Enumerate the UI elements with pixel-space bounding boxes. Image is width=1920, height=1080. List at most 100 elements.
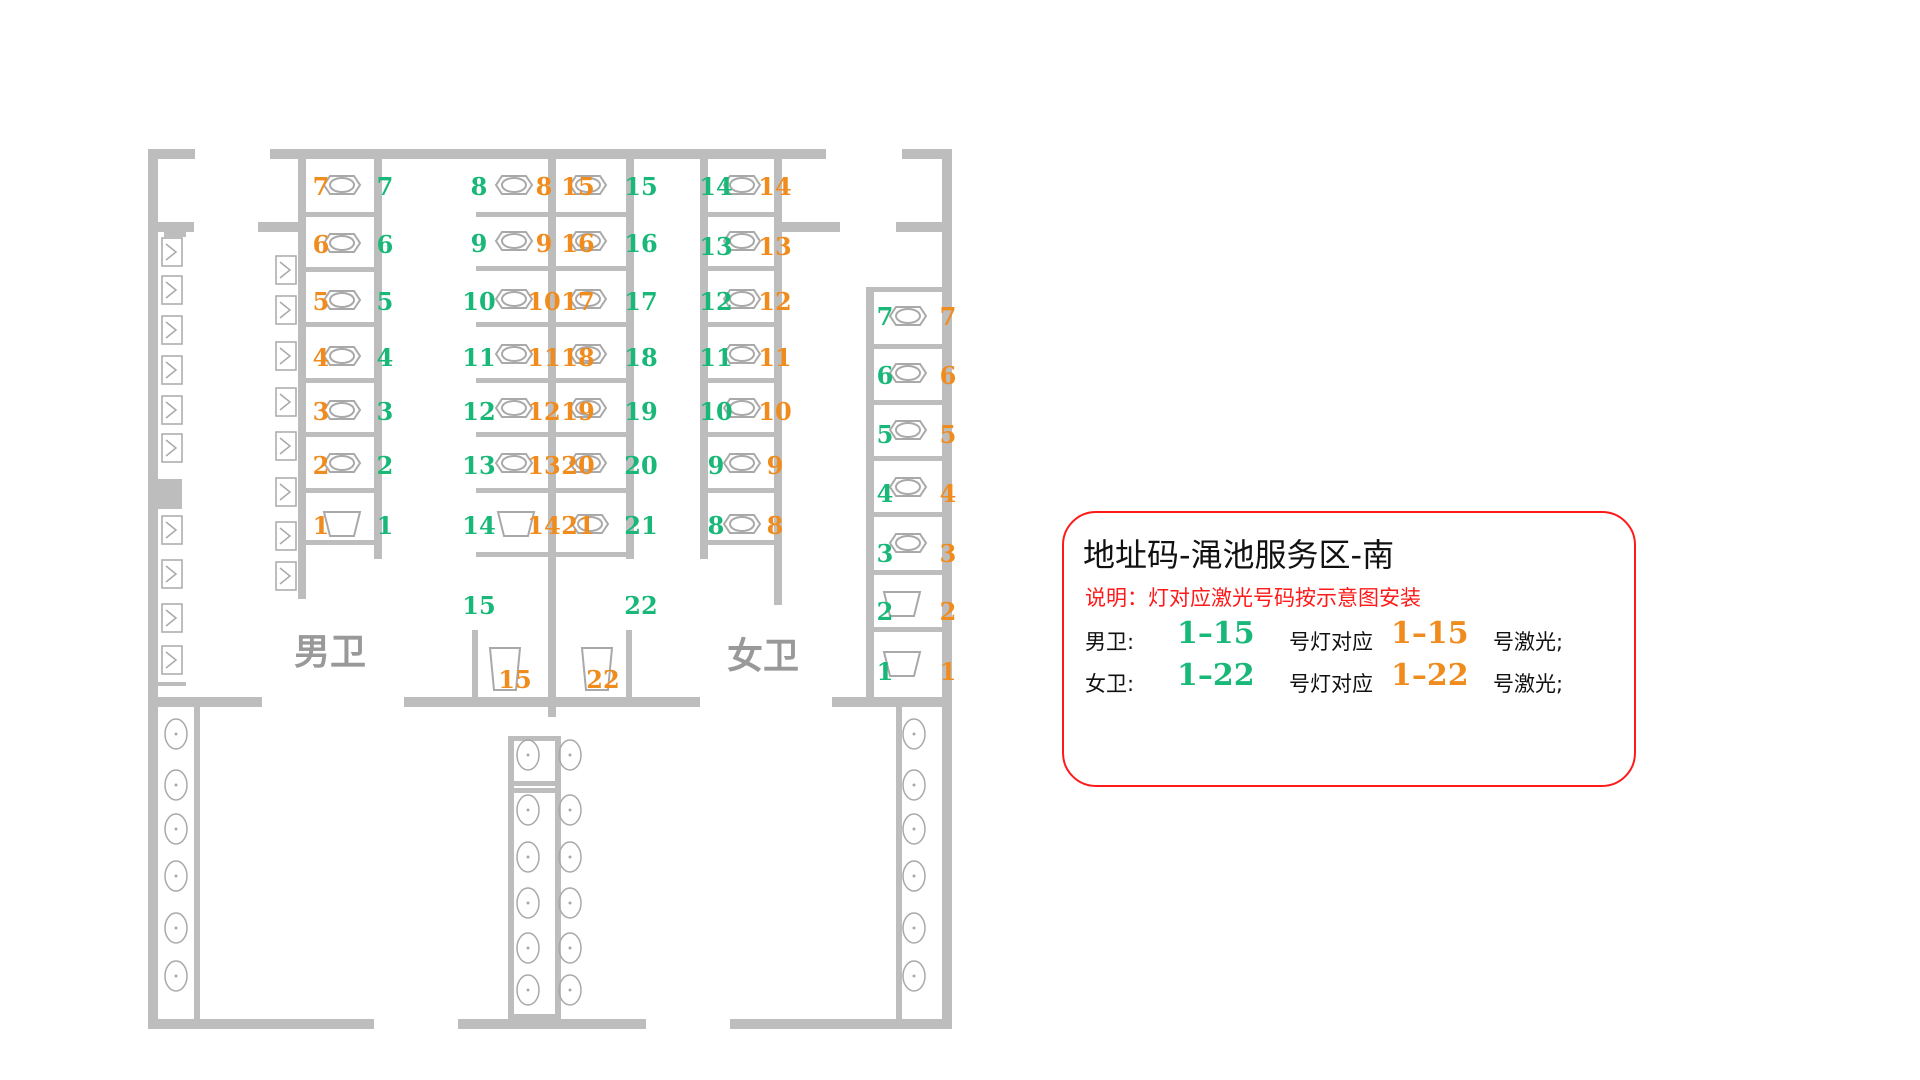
light-number-label: 12	[462, 397, 495, 426]
wall-segment	[270, 149, 826, 159]
wall-segment	[730, 1019, 952, 1029]
wall-segment	[832, 697, 952, 707]
stall-partition	[706, 540, 776, 545]
laser-number-label: 17	[561, 287, 594, 316]
wall-segment	[374, 159, 382, 559]
laser-number-label: 3	[940, 539, 957, 568]
light-number-label: 5	[377, 287, 394, 316]
urinal	[275, 341, 297, 371]
stall-partition	[306, 322, 376, 327]
wall-segment	[508, 781, 561, 786]
stall-partition	[476, 488, 548, 493]
light-number-label: 8	[708, 511, 725, 540]
toilet	[722, 175, 762, 195]
toilet	[722, 398, 762, 418]
toilet	[888, 477, 928, 497]
stall-partition	[874, 344, 944, 349]
wall-segment	[158, 682, 186, 686]
light-number-label: 5	[877, 420, 894, 449]
light-number-label: 11	[699, 343, 732, 372]
laser-number-label: 7	[313, 172, 330, 201]
squat-toilet	[580, 647, 614, 691]
toilet	[722, 514, 762, 534]
sink	[516, 887, 540, 919]
men-mid-text: 号灯对应	[1289, 630, 1373, 654]
stall-partition	[706, 266, 776, 271]
wall-segment	[942, 149, 952, 1029]
laser-number-label: 5	[940, 420, 957, 449]
men-light-range: 1–15	[1177, 616, 1255, 651]
legend-row-men: 男卫: 1–15 号灯对应 1–15 号激光;	[1085, 616, 1625, 656]
wall-segment	[158, 479, 182, 509]
light-number-label: 2	[377, 451, 394, 480]
laser-number-label: 6	[313, 230, 330, 259]
laser-number-label: 19	[561, 397, 594, 426]
stall-number-labels: 7654321765432189101112131415891011121314…	[313, 172, 957, 694]
urinal	[161, 515, 183, 545]
toilet	[322, 453, 362, 473]
toilet	[568, 175, 608, 195]
sink	[164, 769, 188, 801]
light-number-label: 15	[462, 591, 495, 620]
men-room-label: 男卫	[294, 632, 366, 673]
stall-partition	[476, 432, 548, 437]
wall-segment	[458, 1019, 646, 1029]
toilet	[570, 514, 610, 534]
stall-partition	[556, 488, 628, 493]
light-number-label: 14	[462, 511, 495, 540]
toilet	[722, 453, 762, 473]
light-number-label: 11	[462, 343, 495, 372]
toilet	[888, 363, 928, 383]
laser-number-label: 1	[940, 657, 957, 686]
laser-number-label: 3	[313, 397, 330, 426]
urinal	[161, 645, 183, 675]
stall-partition	[476, 266, 548, 271]
women-room-label: 女卫	[727, 636, 799, 677]
toilet	[494, 398, 534, 418]
light-number-label: 9	[471, 229, 488, 258]
wall-segment	[896, 705, 902, 1019]
men-end-text: 号激光;	[1493, 630, 1564, 654]
laser-number-label: 8	[536, 172, 553, 201]
light-number-label: 6	[877, 361, 894, 390]
urinal	[275, 387, 297, 417]
toilet	[494, 231, 534, 251]
toilet	[568, 453, 608, 473]
sink	[516, 794, 540, 826]
sink	[516, 739, 540, 771]
toilet	[888, 306, 928, 326]
toilet	[494, 175, 534, 195]
light-number-label: 18	[624, 343, 657, 372]
light-number-label: 8	[471, 172, 488, 201]
women-light-range: 1–22	[1177, 658, 1255, 693]
wall-segment	[896, 222, 952, 232]
stall-partition	[556, 378, 628, 383]
women-laser-range: 1–22	[1391, 658, 1469, 693]
stall-partition	[874, 627, 944, 632]
wall-segment	[902, 149, 952, 159]
light-number-label: 3	[377, 397, 394, 426]
laser-number-label: 12	[758, 287, 791, 316]
toilet	[322, 233, 362, 253]
sink	[558, 794, 582, 826]
men-laser-range: 1–15	[1391, 616, 1469, 651]
stall-partition	[874, 512, 944, 517]
stall-partition	[556, 212, 628, 217]
wall-segment	[508, 788, 561, 793]
light-number-label: 7	[877, 302, 894, 331]
urinal	[275, 255, 297, 285]
wall-segment	[548, 159, 556, 717]
toilet	[888, 420, 928, 440]
walls	[148, 149, 952, 1029]
men-label: 男卫:	[1085, 630, 1135, 654]
laser-number-label: 4	[313, 343, 330, 372]
wall-segment	[626, 159, 634, 559]
laser-number-label: 9	[536, 229, 553, 258]
laser-number-label: 14	[527, 511, 560, 540]
laser-number-label: 7	[940, 302, 957, 331]
wall-segment	[164, 227, 186, 237]
stall-partition	[874, 570, 944, 575]
toilet	[568, 344, 608, 364]
stall-partition	[706, 378, 776, 383]
